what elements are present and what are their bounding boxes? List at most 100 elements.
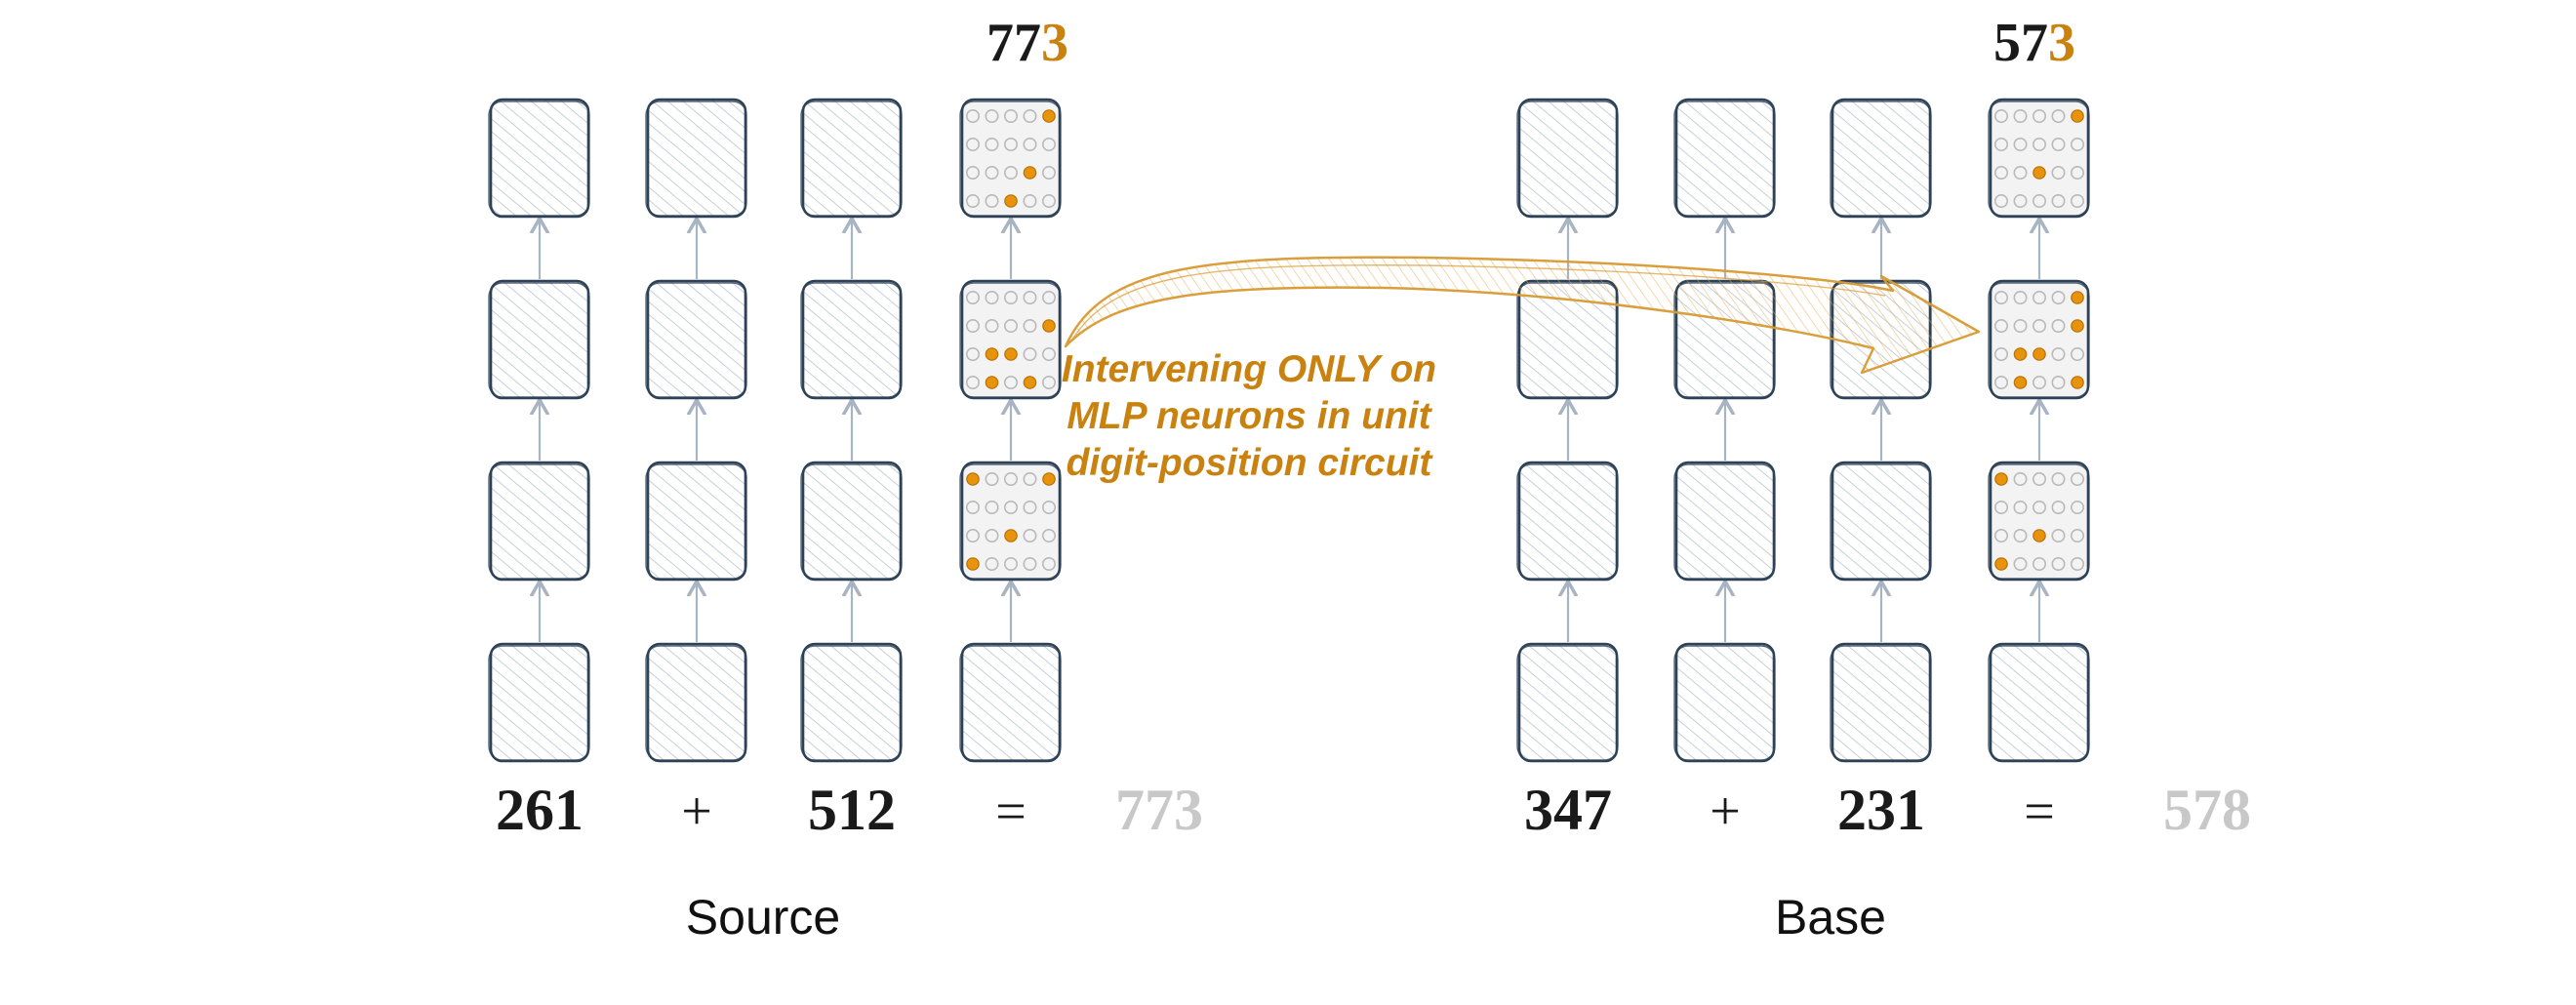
neuron-inactive (1023, 346, 1037, 361)
neuron-active (1042, 319, 1056, 333)
source-block-c2-r1 (800, 279, 903, 400)
source-label: Source (686, 890, 840, 945)
intervention-line-2: MLP neurons in unit (1067, 395, 1432, 437)
neuron-inactive (985, 528, 999, 543)
neuron-inactive (965, 166, 980, 181)
neuron-active (1042, 109, 1056, 123)
neuron-inactive (1023, 138, 1037, 152)
neuron-inactive (1042, 194, 1057, 209)
neuron-inactive (2033, 318, 2047, 333)
neuron-inactive (1042, 500, 1057, 514)
neuron-inactive (2013, 166, 2028, 181)
neuron-inactive (965, 500, 980, 514)
neuron-inactive (985, 138, 999, 152)
neuron-inactive (1023, 556, 1037, 571)
base-neuron-block-r2 (1988, 461, 2090, 582)
neuron-inactive (1042, 346, 1057, 361)
source-token-1: 261 (496, 778, 584, 842)
source-block-c3-r3 (959, 642, 1062, 763)
neuron-inactive (985, 556, 999, 571)
source-token-plus: + (681, 782, 712, 842)
base-result: 578 (2163, 778, 2251, 842)
source-output-digits: 773 (986, 13, 1068, 73)
neuron-inactive (965, 318, 980, 333)
base-token-equals: = (2024, 782, 2055, 842)
neuron-inactive (2051, 318, 2066, 333)
source-token-2: 512 (808, 778, 896, 842)
neuron-active (2033, 347, 2046, 361)
neuron-inactive (1994, 318, 2009, 333)
neuron-inactive (2051, 556, 2066, 571)
base-token-1: 347 (1524, 778, 1612, 842)
neuron-active (1023, 166, 1037, 180)
neuron-active (2071, 376, 2084, 389)
neuron-inactive (1004, 138, 1019, 152)
neuron-inactive (965, 109, 980, 124)
neuron-inactive (2013, 109, 2028, 124)
neuron-inactive (1042, 166, 1057, 181)
neuron-inactive (2033, 556, 2047, 571)
neuron-active (2033, 529, 2046, 543)
base-block-c0-r2 (1516, 461, 1619, 582)
base-block-c2-r3 (1830, 642, 1932, 763)
source-block-c2-r3 (800, 642, 903, 763)
neuron-active (2033, 166, 2046, 180)
neuron-inactive (2051, 109, 2066, 124)
neuron-inactive (1004, 556, 1019, 571)
neuron-inactive (2013, 290, 2028, 304)
neuron-inactive (2013, 500, 2028, 514)
neuron-active (985, 347, 999, 361)
base-label: Base (1775, 890, 1886, 945)
base-block-c3-r3 (1988, 642, 2090, 763)
neuron-inactive (985, 318, 999, 333)
neuron-inactive (2013, 318, 2028, 333)
base-token-2: 231 (1837, 778, 1925, 842)
neuron-inactive (2071, 166, 2085, 181)
source-block-c0-r2 (488, 461, 590, 582)
base-token-plus: + (1710, 782, 1741, 842)
source-neuron-block-r1 (959, 279, 1062, 400)
neuron-active (966, 472, 980, 486)
neuron-active (2071, 319, 2084, 333)
base-block-c2-r0 (1830, 98, 1932, 219)
neuron-inactive (985, 471, 999, 486)
neuron-inactive (2033, 194, 2047, 209)
source-block-c2-r2 (800, 461, 903, 582)
neuron-inactive (1004, 500, 1019, 514)
neuron-inactive (1023, 500, 1037, 514)
base-group: 573 347 + 231 = 578 Base (1516, 13, 2251, 945)
neuron-inactive (985, 166, 999, 181)
source-block-c0-r3 (488, 642, 590, 763)
base-block-c2-r2 (1830, 461, 1932, 582)
neuron-inactive (2051, 346, 2066, 361)
neuron-inactive (1042, 556, 1057, 571)
neuron-inactive (985, 109, 999, 124)
neuron-inactive (1004, 166, 1019, 181)
neuron-inactive (1042, 138, 1057, 152)
base-block-c1-r2 (1673, 461, 1776, 582)
source-layer-grid (488, 98, 1062, 763)
source-block-c1-r0 (645, 98, 747, 219)
base-block-c1-r3 (1673, 642, 1776, 763)
neuron-inactive (1994, 375, 2009, 389)
neuron-inactive (2051, 138, 2066, 152)
neuron-active (2071, 109, 2084, 123)
neuron-inactive (2071, 500, 2085, 514)
neuron-active (1023, 376, 1037, 389)
neuron-inactive (1023, 290, 1037, 304)
source-block-c1-r3 (645, 642, 747, 763)
neuron-inactive (2013, 471, 2028, 486)
neuron-inactive (2013, 528, 2028, 543)
neuron-inactive (985, 290, 999, 304)
neuron-inactive (2013, 556, 2028, 571)
neuron-inactive (1994, 346, 2009, 361)
neuron-inactive (2051, 166, 2066, 181)
neuron-active (1004, 194, 1018, 208)
source-group: 773 261 + 512 = 773 Source (488, 13, 1203, 945)
base-layer-grid (1516, 98, 2090, 763)
neuron-inactive (2071, 528, 2085, 543)
neuron-inactive (985, 194, 999, 209)
neuron-inactive (965, 528, 980, 543)
neuron-inactive (965, 138, 980, 152)
